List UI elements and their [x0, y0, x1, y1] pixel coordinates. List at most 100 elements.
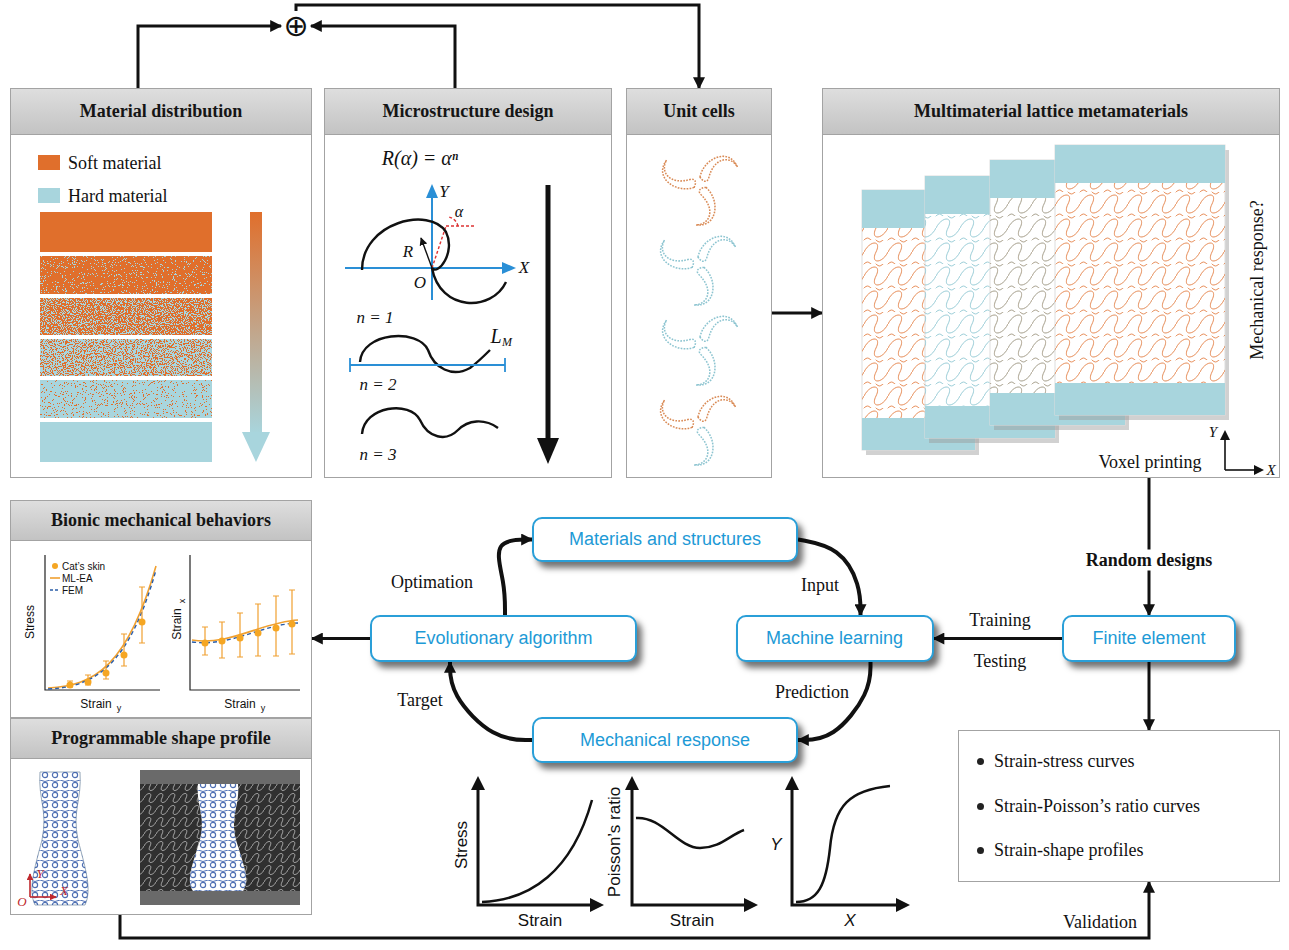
test-photo	[140, 770, 300, 784]
bionic-chart	[202, 621, 296, 647]
cycle-arrow	[499, 540, 532, 616]
dimension-subscript: M	[502, 335, 512, 350]
flow-arrow	[312, 637, 370, 640]
lattice-sheet	[1055, 145, 1225, 183]
box-label: Materials and structures	[569, 529, 761, 550]
unit-cell	[700, 316, 737, 341]
axis-label: Stress	[452, 821, 472, 869]
panel-title: Unit cells	[663, 101, 735, 122]
test-photo	[140, 770, 300, 905]
bionic-chart	[255, 604, 261, 656]
cycle-arrow	[798, 540, 861, 616]
bionic-chart	[103, 670, 110, 677]
axis-subscript: y	[261, 703, 266, 713]
unit-cell	[655, 393, 735, 470]
response-sketch	[632, 788, 746, 905]
material-bands	[40, 422, 212, 462]
axis-arrowheads	[625, 776, 639, 790]
axis-subscript: y	[117, 703, 122, 713]
panel-header: Multimaterial lattice metamaterials	[823, 89, 1279, 135]
panel-header: Programmable shape profile	[11, 719, 311, 759]
legend-text: Hard material	[68, 186, 167, 207]
down-arrow	[537, 185, 559, 464]
vase-image	[32, 772, 88, 905]
bionic-chart	[237, 635, 244, 642]
material-bands	[40, 339, 212, 376]
output-list: Strain-stress curvesStrain-Poisson’s rat…	[958, 730, 1280, 882]
axis-label: X	[844, 911, 855, 931]
bionic-chart	[202, 627, 208, 655]
axis-arrowheads	[744, 898, 758, 912]
parameter-label: n = 3	[360, 445, 397, 465]
vase-image	[32, 772, 88, 905]
bionic-chart	[67, 587, 145, 687]
section-panel: Bionic mechanical behaviors	[10, 500, 312, 718]
process-box: Evolutionary algorithm	[370, 615, 637, 662]
flow-arrow	[120, 882, 1149, 938]
process-note: Voxel printing	[1098, 452, 1201, 473]
flow-arrow	[296, 5, 699, 88]
arrow-note: Testing	[974, 651, 1027, 672]
spiral-curves	[362, 220, 506, 303]
process-box: Materials and structures	[532, 517, 798, 562]
coordinate-axes	[426, 184, 438, 198]
flow-arrow	[772, 312, 822, 315]
response-sketch	[636, 818, 744, 848]
unit-cell	[655, 393, 695, 438]
legend-text: ML-EA	[62, 573, 93, 584]
flow-arrow	[138, 26, 281, 88]
axis-label: X	[1266, 462, 1275, 479]
edge-label: Validation	[1060, 912, 1140, 933]
legend-text: FEM	[62, 585, 83, 596]
dimension-line	[504, 358, 506, 372]
origin-label: O	[414, 273, 426, 293]
bionic-chart	[202, 640, 209, 647]
radius-arrow	[421, 238, 432, 268]
side-note: Mechanical response?	[1247, 200, 1268, 359]
parameter-label: n = 2	[360, 375, 397, 395]
flow-arrow	[1148, 478, 1151, 615]
coordinate-axes	[502, 262, 516, 274]
origin-label: O	[17, 894, 26, 910]
dimension-line	[349, 358, 351, 372]
material-bands	[40, 298, 212, 335]
material-bands	[40, 298, 212, 335]
process-box: Mechanical response	[532, 717, 798, 763]
unit-cell	[682, 265, 722, 310]
axis-label: Y	[36, 866, 43, 882]
bionic-chart	[85, 679, 92, 686]
process-box: Machine learning	[736, 615, 934, 662]
lattice-sheet	[1055, 145, 1229, 420]
coordinate-axes	[431, 196, 433, 300]
gradient-arrow	[242, 432, 270, 462]
coordinate-axes	[345, 267, 504, 269]
material-bands	[40, 212, 212, 252]
bionic-chart	[273, 625, 280, 632]
material-bands	[40, 212, 212, 462]
bionic-chart	[202, 590, 295, 658]
dimension-line	[350, 364, 505, 366]
bionic-chart	[273, 596, 279, 656]
axis-arrowheads	[590, 898, 604, 912]
axis-label: Strain	[518, 911, 562, 931]
unit-cell	[698, 236, 735, 261]
legend-swatch	[38, 155, 60, 170]
bionic-chart	[192, 623, 298, 643]
response-sketch	[796, 786, 890, 902]
material-bands	[40, 339, 212, 376]
vase-image	[29, 874, 31, 897]
box-label: Evolutionary algorithm	[414, 628, 592, 649]
list-item: Strain-shape profiles	[977, 840, 1143, 861]
vase-image	[30, 896, 56, 898]
axis-arrowheads	[785, 776, 799, 790]
legend-samples	[50, 577, 60, 579]
bionic-chart	[192, 620, 298, 641]
lattice-sheet	[1055, 145, 1225, 415]
axis-label: Y	[439, 182, 448, 202]
bullet-dot	[977, 847, 984, 854]
bionic-chart	[121, 634, 127, 666]
edge-label: Target	[394, 690, 445, 711]
axis-label: Y	[1209, 424, 1217, 441]
spiral-curves	[362, 408, 498, 437]
